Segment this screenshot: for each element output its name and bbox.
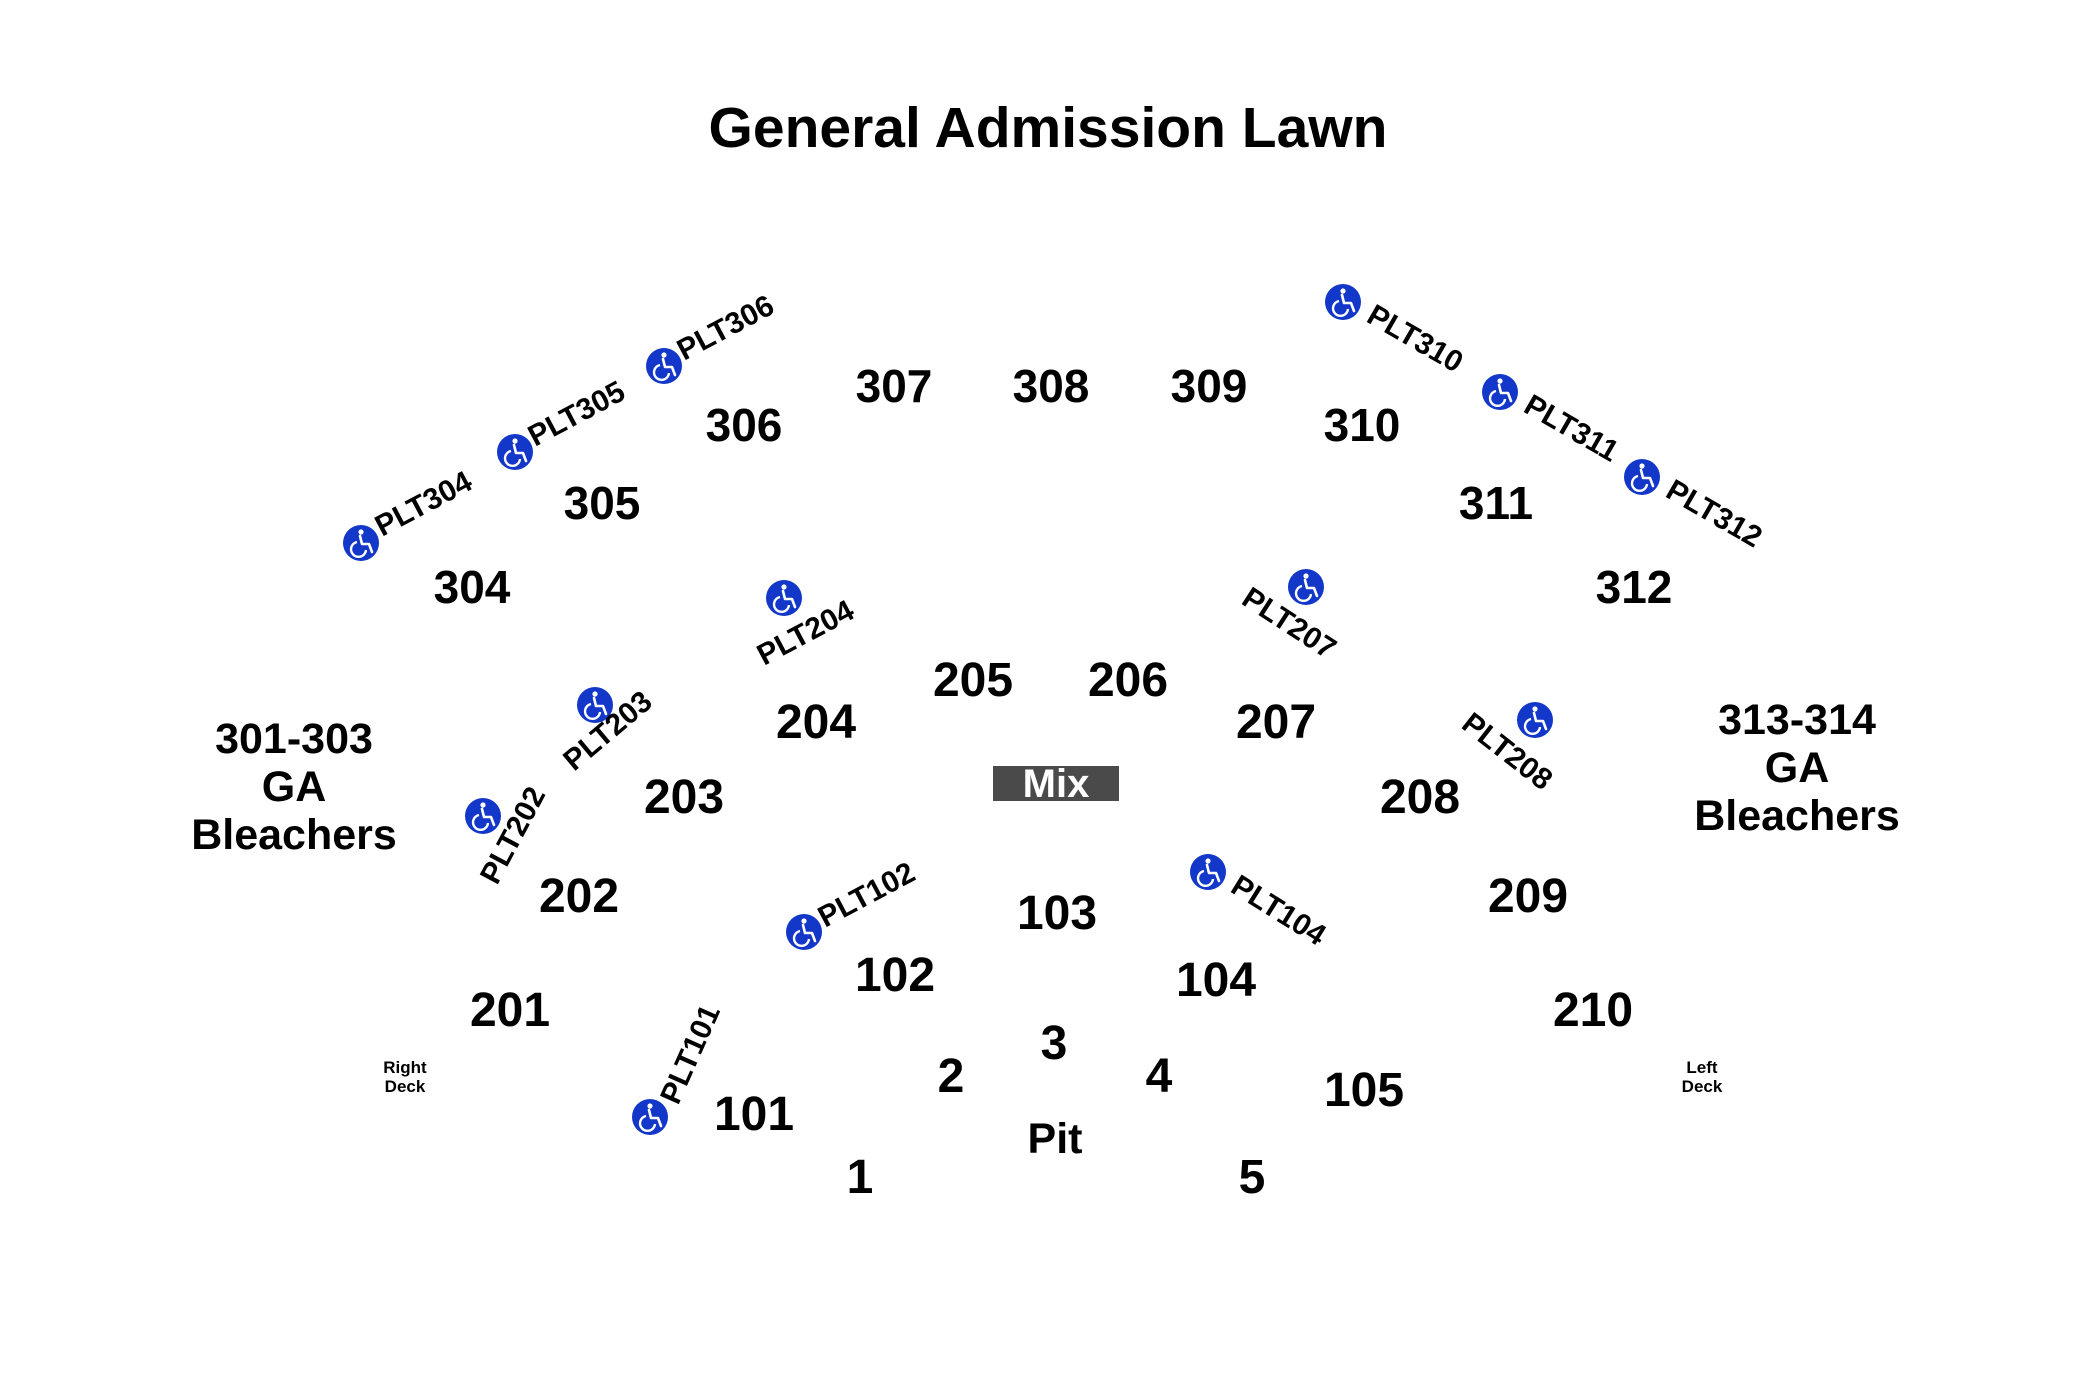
ga-bleachers-left-ga[interactable]: GA xyxy=(262,763,327,811)
section-204[interactable]: 204 xyxy=(776,696,856,749)
section-208[interactable]: 208 xyxy=(1380,771,1460,824)
right-deck-line2[interactable]: Deck xyxy=(385,1077,426,1096)
section-304[interactable]: 304 xyxy=(434,561,511,613)
section-102[interactable]: 102 xyxy=(855,949,935,1002)
wheelchair-icon-plt101[interactable] xyxy=(630,1097,670,1137)
wheelchair-icon-plt304[interactable] xyxy=(341,523,381,563)
section-2[interactable]: 2 xyxy=(938,1050,965,1103)
plt311-label: PLT311 xyxy=(1519,388,1625,468)
section-4[interactable]: 4 xyxy=(1146,1050,1173,1103)
section-305[interactable]: 305 xyxy=(564,477,641,529)
map-title: General Admission Lawn xyxy=(709,96,1388,160)
ga-bleachers-right-ga[interactable]: GA xyxy=(1765,744,1830,792)
section-104[interactable]: 104 xyxy=(1176,954,1256,1007)
plt305-label: PLT305 xyxy=(523,375,631,453)
wheelchair-icon-plt207[interactable] xyxy=(1286,567,1326,607)
section-209[interactable]: 209 xyxy=(1488,870,1568,923)
wheelchair-icon-plt312[interactable] xyxy=(1622,457,1662,497)
plt102-label: PLT102 xyxy=(813,856,921,934)
section-206[interactable]: 206 xyxy=(1088,654,1168,707)
section-1[interactable]: 1 xyxy=(847,1151,874,1204)
plt306-label: PLT306 xyxy=(672,289,780,367)
section-205[interactable]: 205 xyxy=(933,654,1013,707)
wheelchair-icon-plt204[interactable] xyxy=(764,578,804,618)
plt304-label: PLT304 xyxy=(370,465,478,543)
section-311[interactable]: 311 xyxy=(1459,477,1533,529)
wheelchair-icon-plt311[interactable] xyxy=(1480,372,1520,412)
section-207[interactable]: 207 xyxy=(1236,696,1316,749)
wheelchair-icon-plt202[interactable] xyxy=(463,796,503,836)
ga-bleachers-right-label[interactable]: Bleachers xyxy=(1694,792,1900,840)
section-310[interactable]: 310 xyxy=(1324,399,1401,451)
section-105[interactable]: 105 xyxy=(1324,1064,1404,1117)
wheelchair-icon-plt102[interactable] xyxy=(784,912,824,952)
pit-section[interactable]: Pit xyxy=(1028,1115,1083,1163)
section-101[interactable]: 101 xyxy=(714,1088,794,1141)
section-201[interactable]: 201 xyxy=(470,984,550,1037)
plt312-label: PLT312 xyxy=(1661,473,1768,554)
plt207-label: PLT207 xyxy=(1236,581,1342,666)
mix-position-label: Mix xyxy=(1023,762,1090,806)
section-312[interactable]: 312 xyxy=(1596,561,1673,613)
section-202[interactable]: 202 xyxy=(539,870,619,923)
section-308[interactable]: 308 xyxy=(1013,360,1090,412)
wheelchair-icon-plt305[interactable] xyxy=(495,432,535,472)
wheelchair-icon-plt104[interactable] xyxy=(1188,852,1228,892)
section-210[interactable]: 210 xyxy=(1553,984,1633,1037)
section-307[interactable]: 307 xyxy=(856,360,933,412)
ga-bleachers-left-range[interactable]: 301-303 xyxy=(215,715,373,763)
section-3[interactable]: 3 xyxy=(1041,1017,1068,1070)
wheelchair-icon-plt208[interactable] xyxy=(1515,700,1555,740)
ga-bleachers-left-label[interactable]: Bleachers xyxy=(191,811,397,859)
mix-position-box xyxy=(993,766,1119,801)
left-deck-line1[interactable]: Left xyxy=(1686,1058,1718,1077)
section-309[interactable]: 309 xyxy=(1171,360,1248,412)
wheelchair-icon-plt306[interactable] xyxy=(644,346,684,386)
plt310-label: PLT310 xyxy=(1362,298,1469,379)
wheelchair-icon-plt310[interactable] xyxy=(1323,282,1363,322)
section-103[interactable]: 103 xyxy=(1017,887,1097,940)
section-5[interactable]: 5 xyxy=(1239,1151,1266,1204)
plt104-label: PLT104 xyxy=(1225,869,1331,953)
ga-bleachers-right-range[interactable]: 313-314 xyxy=(1718,696,1876,744)
left-deck-line2[interactable]: Deck xyxy=(1682,1077,1723,1096)
section-306[interactable]: 306 xyxy=(706,399,783,451)
right-deck-line1[interactable]: Right xyxy=(383,1058,427,1077)
section-203[interactable]: 203 xyxy=(644,771,724,824)
